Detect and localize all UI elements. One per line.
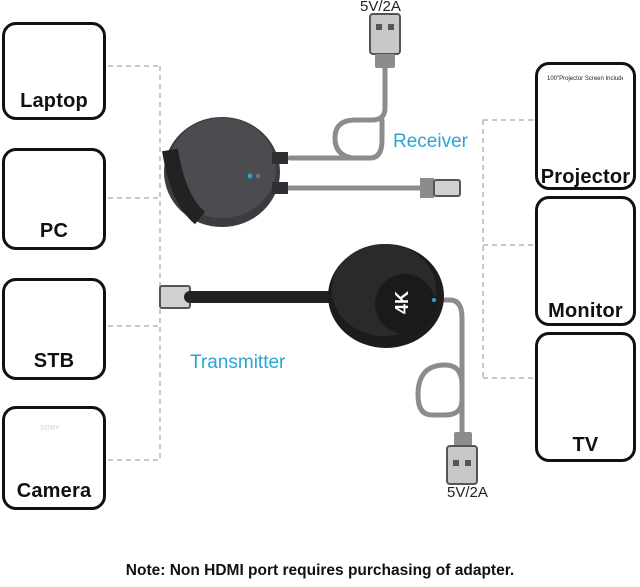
stb-logo: tv — [28, 322, 49, 337]
transmitter-4k-badge: 4K — [392, 290, 413, 315]
apple-icon:  — [28, 322, 38, 337]
receiver-usb-cable — [287, 63, 388, 161]
receiver-power-label: 5V/2A — [360, 0, 401, 15]
source-card-laptop: Laptop — [2, 22, 106, 120]
display-card-tv: TV — [535, 332, 636, 462]
transmitter-usb-plug — [446, 432, 478, 485]
receiver-label: Receiver — [393, 131, 468, 152]
transmitter-label: Transmitter — [190, 352, 286, 373]
source-label: STB — [33, 350, 75, 372]
source-card-stb: STB — [2, 278, 106, 380]
display-label: Monitor — [548, 300, 623, 322]
tv-screen-text: SONY BRAVIA XR — [549, 358, 600, 364]
transmitter-hdmi-plug — [159, 285, 341, 309]
source-label: Camera — [16, 480, 92, 502]
source-label: PC — [39, 220, 69, 242]
source-connector-lines — [108, 65, 161, 461]
transmitter-usb-cable — [415, 297, 465, 438]
footnote: Note: Non HDMI port requires purchasing … — [125, 562, 515, 579]
receiver-hdmi-cable — [280, 178, 461, 198]
display-label: TV — [572, 434, 599, 456]
transmitter-device — [328, 244, 444, 348]
receiver-usb-plug — [369, 13, 401, 68]
display-card-projector: Projector — [535, 62, 636, 190]
receiver-device — [162, 117, 288, 227]
display-connector-lines — [482, 119, 535, 379]
display-label: Projector — [540, 166, 631, 188]
projector-screen-text: 100"Projector Screen Included — [547, 76, 623, 82]
display-card-monitor: Monitor — [535, 196, 636, 326]
stb-logo-text: tv — [28, 322, 50, 337]
camera-brand: SONY — [40, 425, 60, 432]
source-label: Laptop — [20, 90, 88, 112]
transmitter-power-label: 5V/2A — [447, 484, 488, 501]
source-card-pc: PC — [2, 148, 106, 250]
source-card-camera: Camera — [2, 406, 106, 510]
